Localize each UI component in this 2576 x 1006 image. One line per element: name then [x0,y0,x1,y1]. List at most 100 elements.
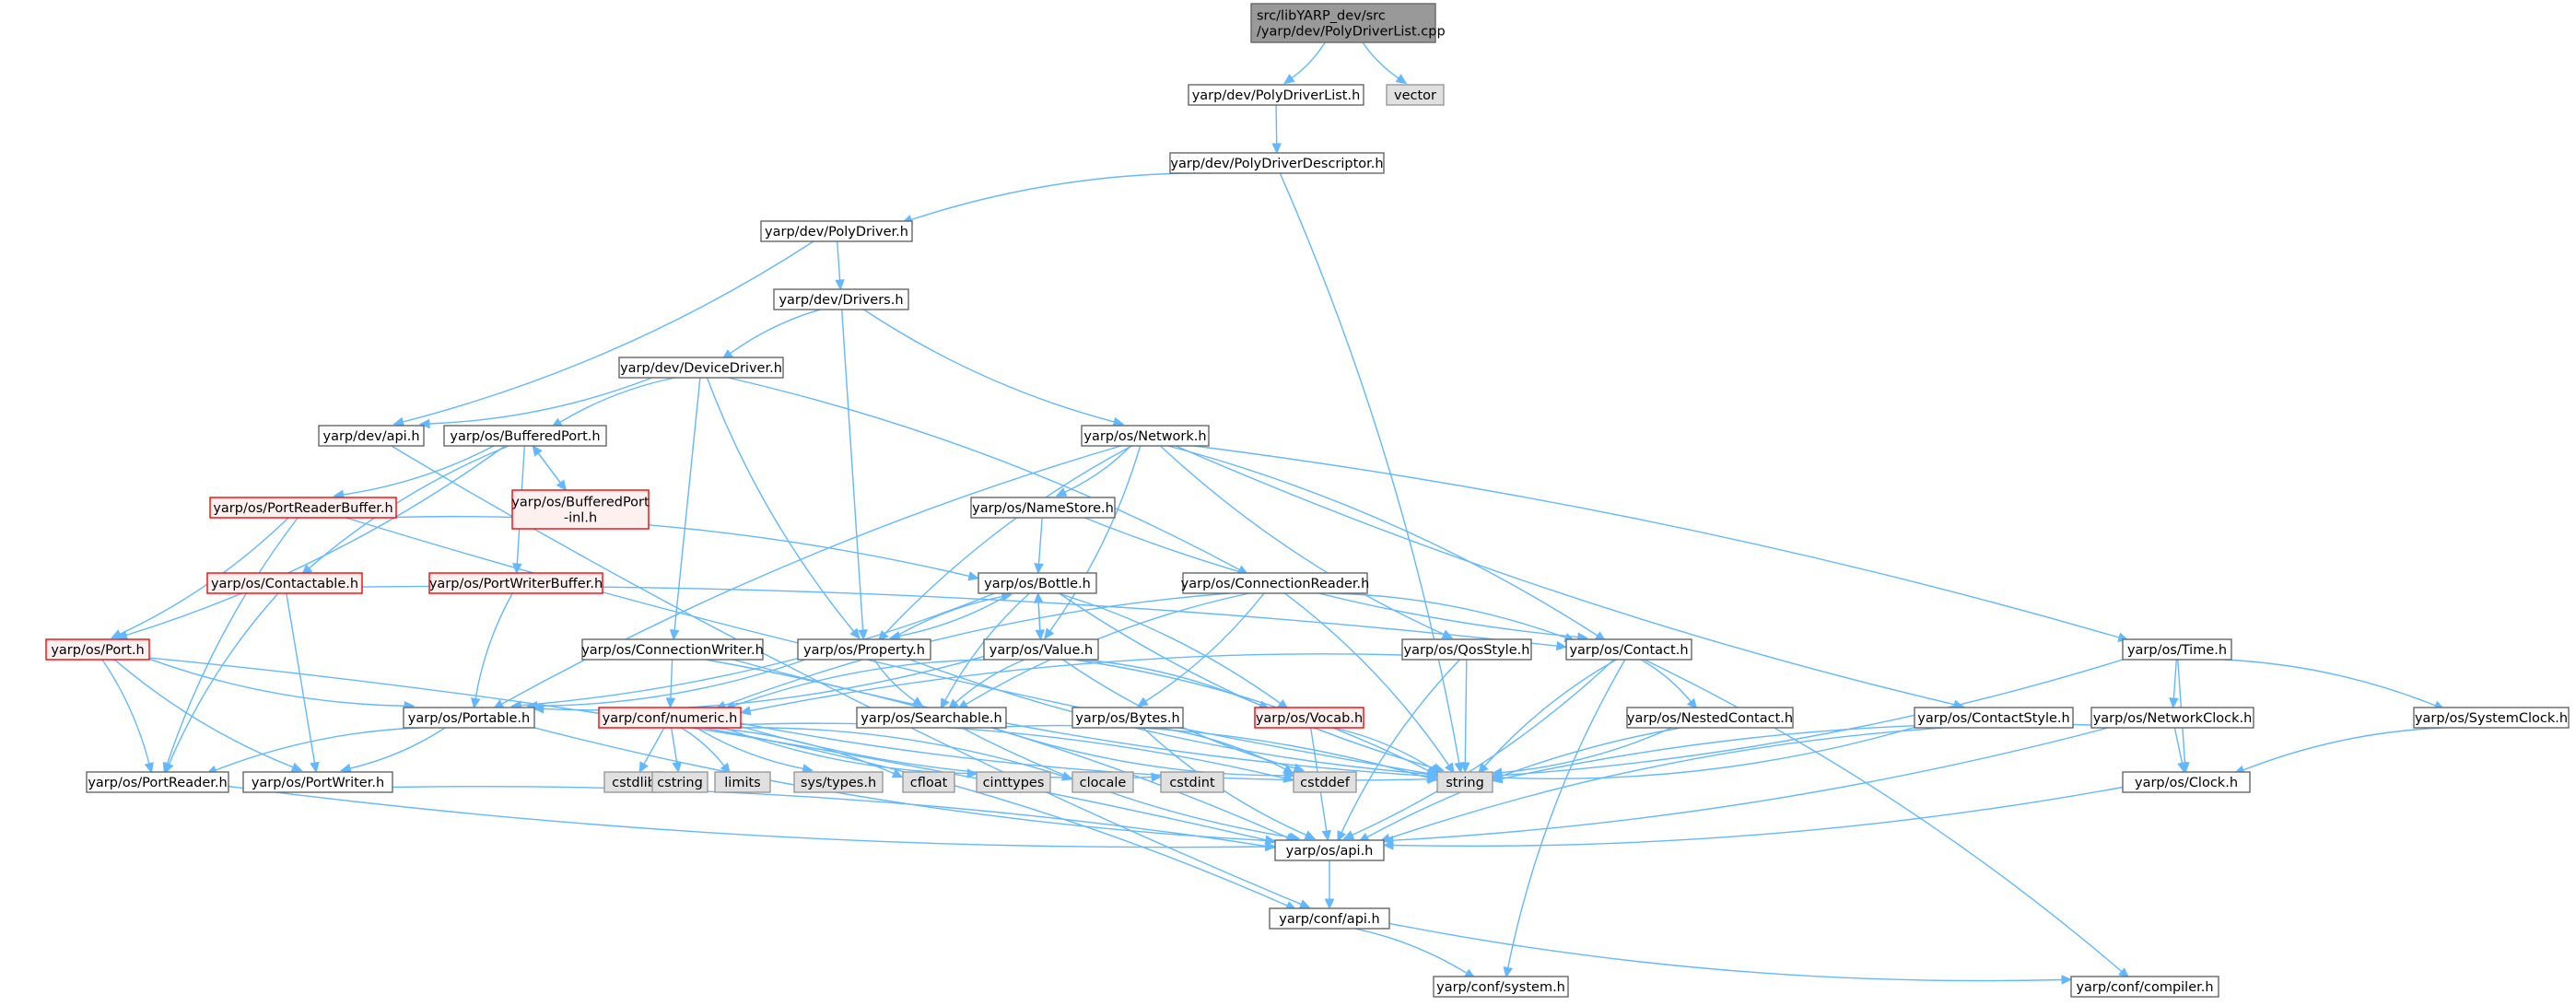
node-compiler-h[interactable]: yarp/conf/compiler.h [2070,976,2219,998]
node-bytes-h[interactable]: yarp/os/Bytes.h [1071,707,1184,729]
node-box [1401,638,1532,661]
edge-arrowhead [532,445,543,457]
node-time-h[interactable]: yarp/os/Time.h [2122,638,2232,661]
node-bottle-h[interactable]: yarp/os/Bottle.h [978,572,1097,594]
edge-nestedcontact_h-to-os_api_h [1358,727,1681,843]
node-label: yarp/os/ContactStyle.h [1917,711,2069,726]
node-polydriverlist-h[interactable]: yarp/dev/PolyDriverList.h [1188,84,1364,106]
node-system-h[interactable]: yarp/conf/system.h [1433,976,1569,998]
node-portreaderbuffer-h[interactable]: yarp/os/PortReaderBuffer.h [209,497,397,519]
node-bufferedport-inl-h[interactable]: yarp/os/BufferedPort-inl.h [511,489,650,530]
node-box [242,771,393,793]
node-conf-api-h[interactable]: yarp/conf/api.h [1269,907,1390,930]
edge-line [113,659,294,768]
node-port-h[interactable]: yarp/os/Port.h [45,638,150,661]
node-value-h[interactable]: yarp/os/Value.h [983,638,1099,661]
edge-line [643,727,665,765]
edge-arrowhead [1283,74,1295,85]
node-box [618,357,784,379]
edge-arrowhead [858,629,868,641]
node-qosstyle-h[interactable]: yarp/os/QosStyle.h [1401,638,1532,661]
edge-line [841,309,864,631]
edge-clock_h-to-os_api_h [1382,786,2124,850]
node-label: cstddef [1300,776,1351,790]
edge-portwriter_h-to-os_api_h [392,785,1277,851]
node-drivers-h[interactable]: yarp/dev/Drivers.h [773,288,909,310]
node-connectionreader-h[interactable]: yarp/os/ConnectionReader.h [1181,572,1370,594]
edge-line [909,659,1429,775]
edge-line [1392,727,2109,841]
edge-network_h-to-value_h [1044,445,1142,640]
edge-arrowhead [418,418,430,429]
node-property-h[interactable]: yarp/os/Property.h [797,638,931,661]
node-portwriter-h[interactable]: yarp/os/PortWriter.h [242,771,393,793]
node-systemclock-h[interactable]: yarp/os/SystemClock.h [2413,707,2570,729]
edge-networkclock_h-to-clock_h [2173,727,2187,774]
node-vocab-h[interactable]: yarp/os/Vocab.h [1254,707,1364,729]
edge-arrowhead [940,697,950,709]
node-box [793,771,884,793]
node-box [1160,771,1224,793]
node-searchable-h[interactable]: yarp/os/Searchable.h [856,707,1007,729]
node-devicedriver-h[interactable]: yarp/dev/DeviceDriver.h [618,357,784,379]
edge-line [309,445,509,569]
edge-line [1352,659,1615,836]
node-systypes: sys/types.h [793,771,884,793]
node-box [1269,907,1390,930]
node-nestedcontact-h[interactable]: yarp/os/NestedContact.h [1626,707,1794,729]
node-contactable-h[interactable]: yarp/os/Contactable.h [206,572,363,594]
edge-line [724,592,1230,707]
node-polydriverdescriptor-h[interactable]: yarp/dev/PolyDriverDescriptor.h [1169,152,1385,174]
node-contactstyle-h[interactable]: yarp/os/ContactStyle.h [1914,707,2074,729]
node-box [1386,84,1445,106]
edge-value_h-to-bottle_h [1033,591,1044,640]
node-network-h[interactable]: yarp/os/Network.h [1081,425,1210,447]
edge-line [1366,727,1681,838]
node-contact-h[interactable]: yarp/os/Contact.h [1565,638,1692,661]
node-clock-h[interactable]: yarp/os/Clock.h [2122,771,2251,793]
node-connectionwriter-h[interactable]: yarp/os/ConnectionWriter.h [581,638,764,661]
node-label: yarp/os/BufferedPort [511,496,650,510]
edge-arrowhead [1503,966,1513,978]
edge-arrowhead [1337,830,1347,842]
node-box [760,220,913,242]
edge-line [101,659,150,765]
edge-devicedriver_h-to-bufferedport_h [551,377,675,428]
edge-port_h-to-portreader_h [101,659,154,774]
node-portreader-h[interactable]: yarp/os/PortReader.h [86,771,229,793]
edge-arrowhead [1324,898,1335,910]
edge-portreaderbuffer_h-to-bottle_h [395,515,979,581]
node-box [2090,707,2254,729]
edge-line [1501,659,2124,777]
node-box [1071,771,1134,793]
node-bufferedport-h[interactable]: yarp/os/BufferedPort.h [443,425,607,447]
edge-arrowhead [533,704,544,714]
node-cinttypes: cinttypes [976,771,1051,793]
node-box [2122,771,2251,793]
edge-arrowhead [911,696,924,708]
node-label: limits [724,776,760,790]
node-box [1071,707,1184,729]
node-portwriterbuffer-h[interactable]: yarp/os/PortWriterBuffer.h [428,572,603,594]
node-namestore-h[interactable]: yarp/os/NameStore.h [970,497,1116,519]
edge-arrowhead [740,706,752,716]
node-label: yarp/os/Property.h [803,643,925,658]
edge-drivers_h-to-devicedriver_h [721,309,821,360]
node-polydriver-h[interactable]: yarp/dev/PolyDriver.h [760,220,913,242]
edge-arrowhead [877,630,889,642]
node-label: yarp/os/QosStyle.h [1404,643,1530,658]
node-os-api-h[interactable]: yarp/os/api.h [1274,839,1385,861]
node-networkclock-h[interactable]: yarp/os/NetworkClock.h [2090,707,2254,729]
node-label: yarp/os/PortReaderBuffer.h [213,501,392,516]
node-box [970,497,1116,519]
node-portable-h[interactable]: yarp/os/Portable.h [403,707,535,729]
node-dev-api-h[interactable]: yarp/dev/api.h [318,425,425,447]
node-box [318,425,425,447]
edge-arrowhead [144,762,154,774]
node-numeric-h[interactable]: yarp/conf/numeric.h [598,707,742,729]
node-label: yarp/os/Network.h [1083,429,1206,444]
edge-line [961,727,1291,838]
node-label: yarp/conf/compiler.h [2076,980,2213,995]
edge-contact_h-to-system_h [1503,659,1626,978]
edge-line [1158,727,1286,770]
